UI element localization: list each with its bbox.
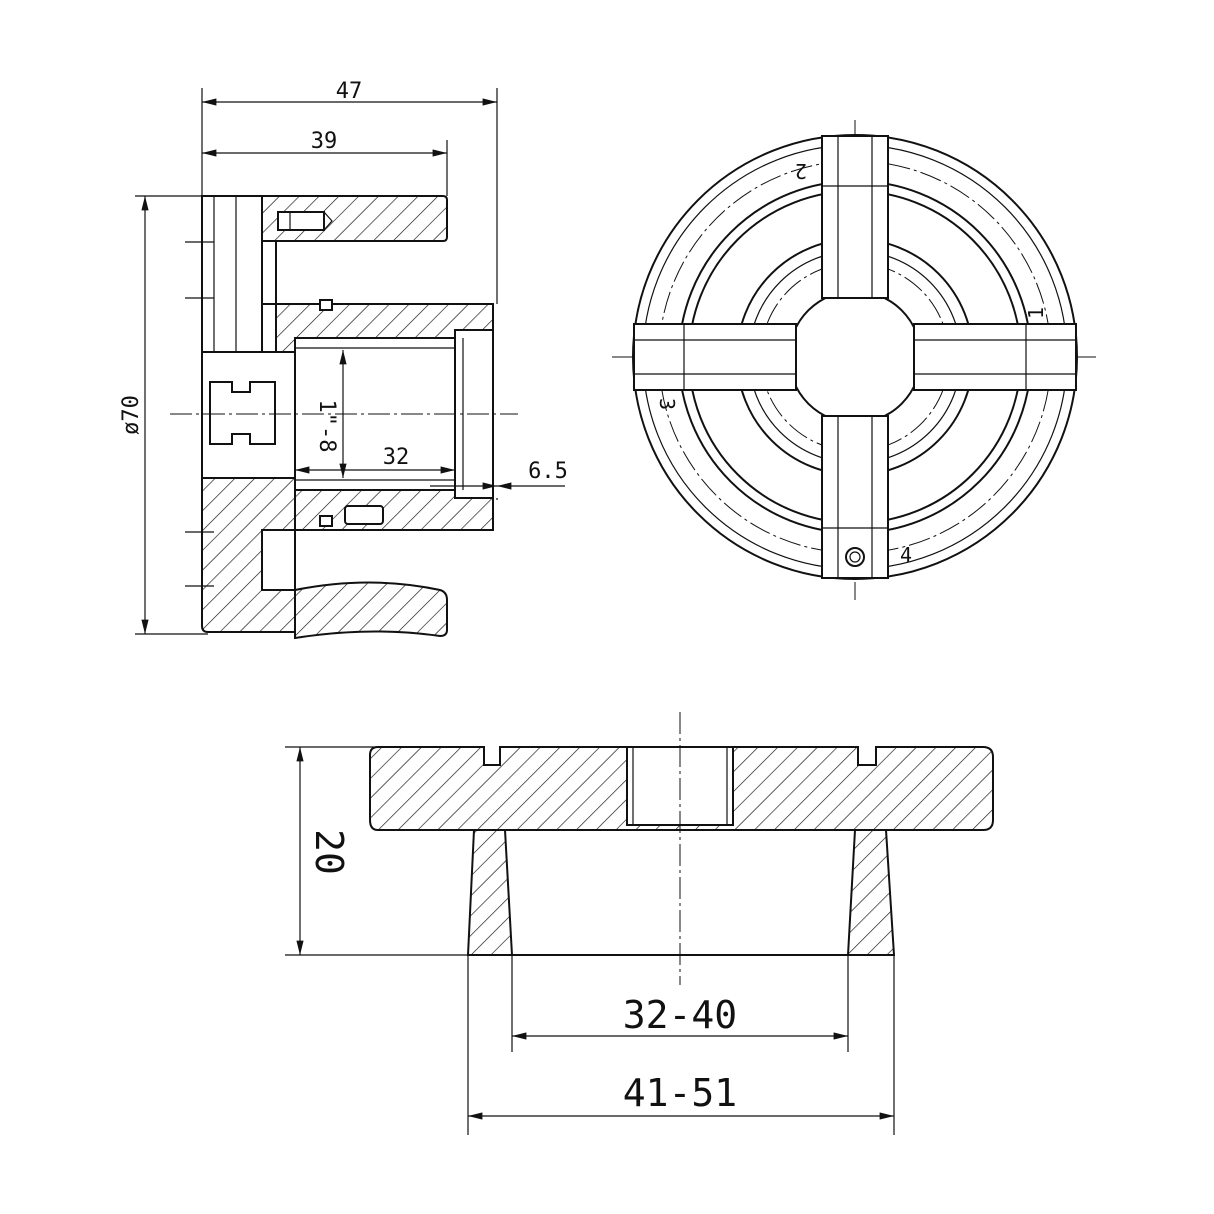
thread-label: 1"-8 <box>314 400 339 453</box>
front-view: 1 2 3 4 <box>612 120 1098 600</box>
side-lower-jaw-section <box>294 581 448 640</box>
side-view: 47 39 ø70 1"-8 32 6.5 <box>119 79 568 640</box>
center-bore <box>788 290 922 424</box>
dim-inner-range: 32-40 <box>623 993 737 1037</box>
side-lower-slot <box>261 529 296 591</box>
dim-bore-depth: 32 <box>383 445 410 470</box>
dim-diameter: ø70 <box>119 395 144 435</box>
jaw-number-4: 4 <box>900 543 912 567</box>
side-center-hub <box>201 351 296 479</box>
section-view: 20 32-40 41-51 <box>285 712 994 1135</box>
side-lower-section <box>201 477 296 633</box>
dim-shoulder-length: 39 <box>311 129 338 154</box>
side-t-slot <box>209 381 276 445</box>
dim-height: 20 <box>307 829 351 875</box>
side-face-plate <box>201 195 263 353</box>
locating-hole <box>845 547 865 567</box>
side-pin <box>277 211 325 231</box>
jaw-number-3: 3 <box>655 398 679 410</box>
dim-outer-range: 41-51 <box>623 1071 737 1115</box>
dim-recess: 6.5 <box>528 459 568 484</box>
side-upper-slot <box>261 240 277 305</box>
jaw-number-2: 2 <box>795 159 807 183</box>
dim-overall-length: 47 <box>336 79 363 104</box>
jaw-number-1: 1 <box>1024 307 1048 319</box>
